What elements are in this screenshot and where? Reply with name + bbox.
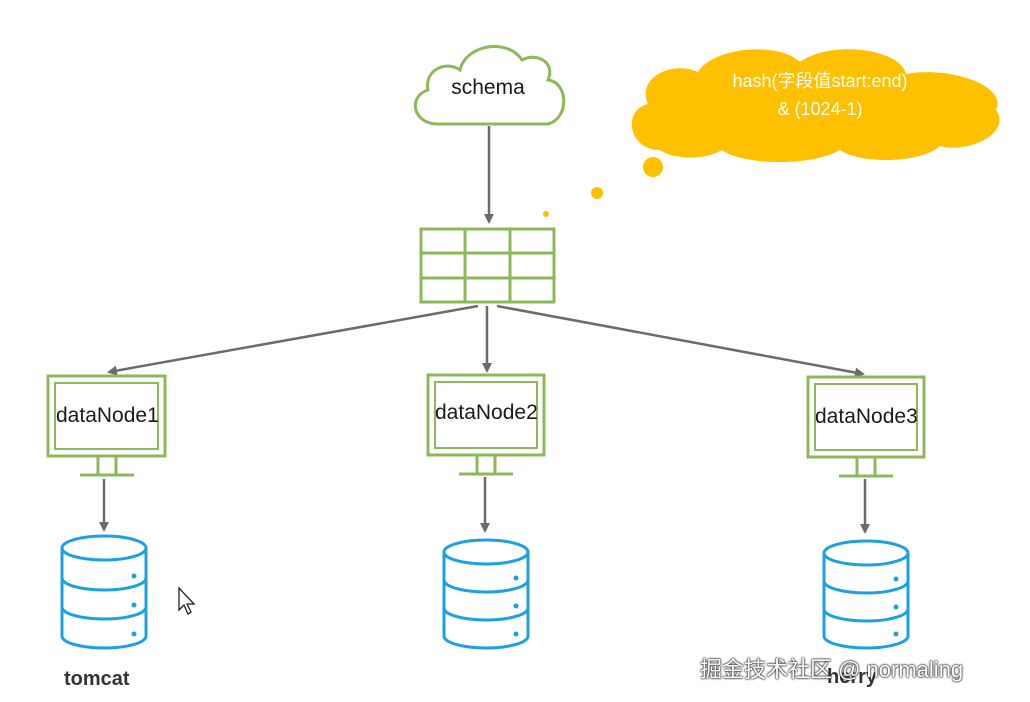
database3-label: herry <box>827 666 878 688</box>
database-icon <box>60 534 148 650</box>
watermark: 掘金技术社区 @ normaling <box>700 657 964 682</box>
monitor-icon <box>806 375 926 478</box>
thought-bubble-icon <box>543 49 1000 217</box>
mouse-cursor-icon <box>178 586 196 615</box>
datanode1-label: dataNode1 <box>56 404 159 427</box>
table-grid-icon <box>419 227 556 304</box>
cloud-icon <box>413 45 566 126</box>
hash-formula-line2: & (1024-1) <box>777 99 863 119</box>
database-icon <box>442 538 530 650</box>
datanode3-label: dataNode3 <box>815 405 918 428</box>
schema-label: schema <box>451 76 525 99</box>
hash-formula-line1: hash(字段值start:end) <box>732 71 908 91</box>
arrow-table-to-node3 <box>496 304 865 378</box>
arrow-table-to-node1 <box>107 304 479 376</box>
database-icon <box>822 539 910 650</box>
hash-formula-label: hash(字段值start:end) & (1024-1) <box>640 67 1000 123</box>
monitor-icon <box>46 374 167 477</box>
datanode2-label: dataNode2 <box>435 401 538 424</box>
database1-label: tomcat <box>64 668 130 690</box>
monitor-icon <box>426 373 546 476</box>
